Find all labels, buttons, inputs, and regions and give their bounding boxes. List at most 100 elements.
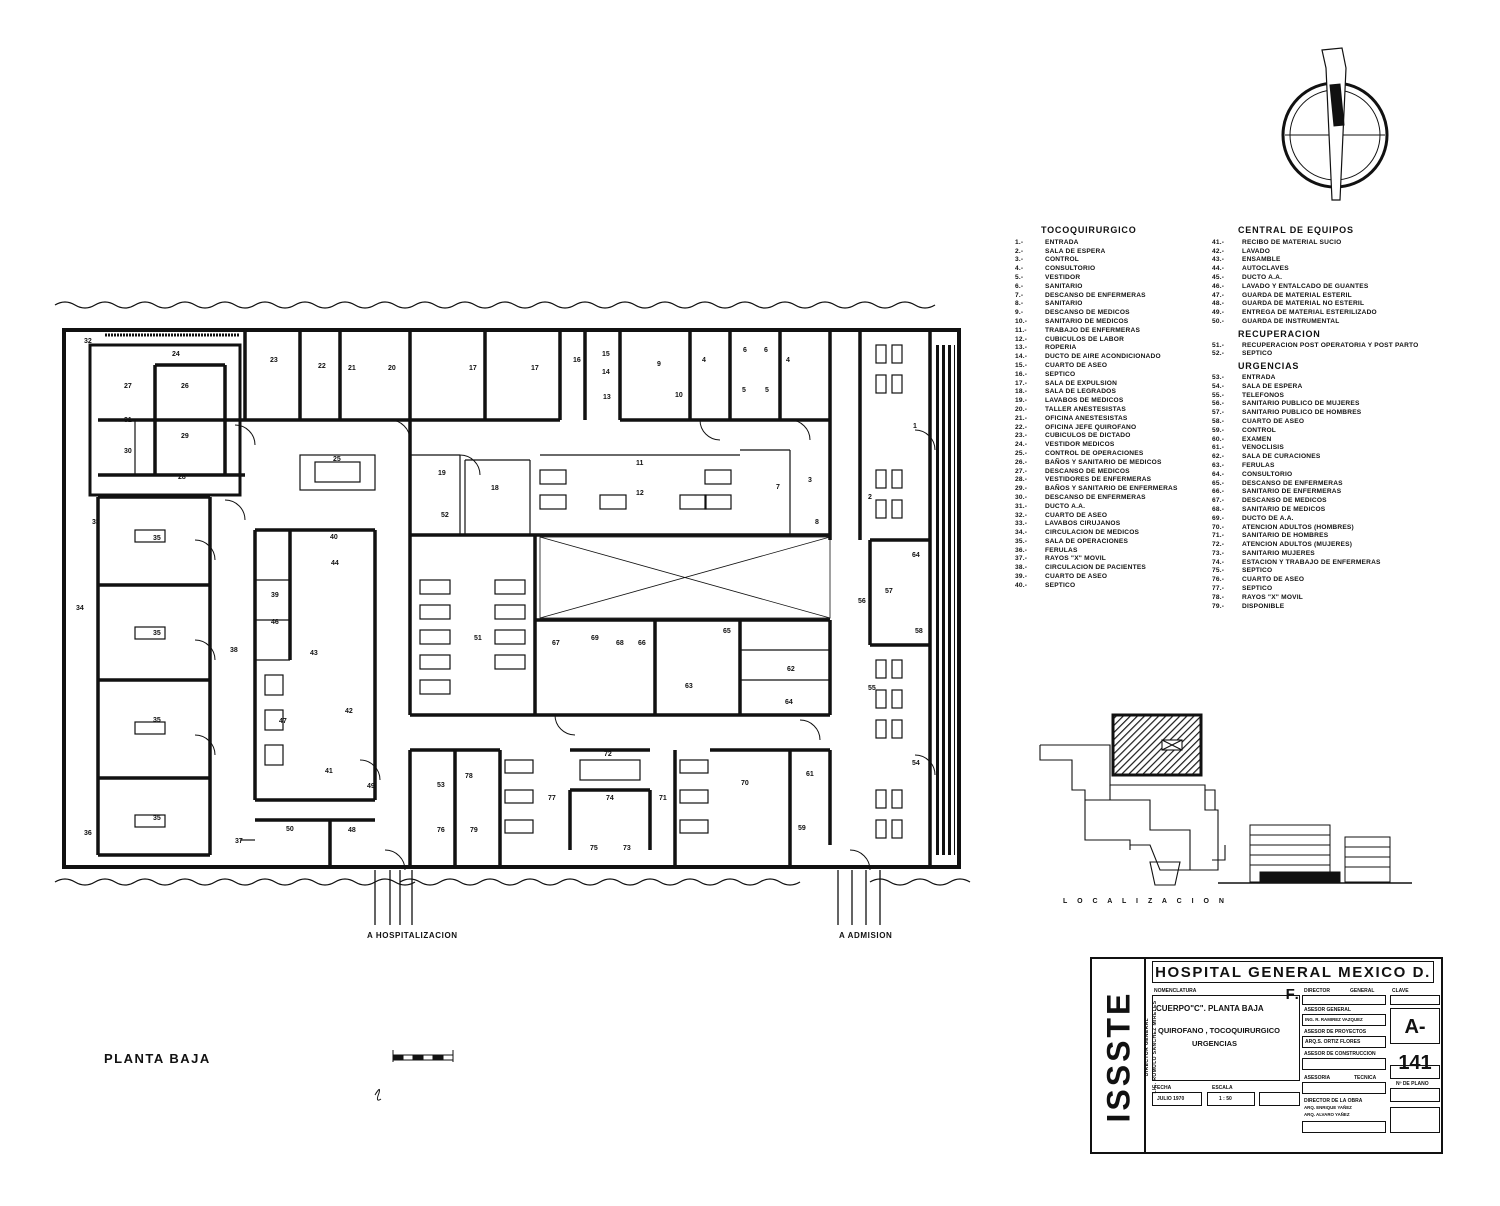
- asesor-proyectos-box: [1302, 1036, 1386, 1048]
- legend-item-label: VESTIDOR: [1045, 273, 1081, 281]
- director-obra-box: [1302, 1121, 1386, 1133]
- room-number: 12: [636, 490, 644, 497]
- room-number: 13: [603, 394, 611, 401]
- legend-item: 44.-AUTOCLAVES: [1212, 265, 1419, 274]
- legend-item-number: 54.-: [1212, 382, 1225, 390]
- room-number: 73: [623, 845, 631, 852]
- escala-label: ESCALA: [1212, 1085, 1233, 1091]
- entrance-left-label: A HOSPITALIZACION: [367, 931, 458, 940]
- room-number: 43: [310, 650, 318, 657]
- legend-item: 23.-CUBICULOS DE DICTADO: [1015, 432, 1178, 441]
- room-number: 4: [702, 357, 706, 364]
- director-obra-label: DIRECTOR DE LA OBRA: [1304, 1098, 1363, 1104]
- legend-item-number: 27.-: [1015, 467, 1028, 475]
- legend-urgencias-title: URGENCIAS: [1238, 361, 1300, 372]
- legend-item: 26.-BAÑOS Y SANITARIO DE MEDICOS: [1015, 459, 1178, 468]
- legend-item: 28.-VESTIDORES DE ENFERMERAS: [1015, 476, 1178, 485]
- legend-item-number: 62.-: [1212, 453, 1225, 461]
- legend-item-label: SANITARIO DE MEDICOS: [1242, 505, 1326, 513]
- legend-item-number: 18.-: [1015, 388, 1028, 396]
- legend-item-label: CUARTO DE ASEO: [1045, 511, 1108, 519]
- tecnica-label: TECNICA: [1354, 1075, 1377, 1081]
- room-number: 11: [636, 460, 644, 467]
- room-number: 69: [591, 635, 599, 642]
- legend-item-label: SEPTICO: [1242, 585, 1273, 593]
- north-arrow-icon: [1281, 47, 1389, 201]
- legend-item: 63.-FERULAS: [1212, 462, 1419, 471]
- room-number: 46: [271, 619, 279, 626]
- legend-item: 30.-DESCANSO DE ENFERMERAS: [1015, 494, 1178, 503]
- room-number: 5: [765, 387, 769, 394]
- room-number: 30: [124, 448, 132, 455]
- room-number: 48: [348, 827, 356, 834]
- room-number: 17: [531, 365, 539, 372]
- legend-item-label: GUARDA DE MATERIAL ESTERIL: [1242, 291, 1352, 299]
- clave-box-1: [1390, 995, 1440, 1005]
- escala-box: [1207, 1092, 1255, 1106]
- room-number: 55: [868, 685, 876, 692]
- room-number: 49: [367, 783, 375, 790]
- room-number: 50: [286, 826, 294, 833]
- clave-box-3: [1390, 1107, 1440, 1133]
- legend-item-number: 13.-: [1015, 344, 1028, 352]
- legend-item-number: 51.-: [1212, 341, 1225, 349]
- legend-item: 73.-SANITARIO MUJERES: [1212, 550, 1419, 559]
- room-number: 14: [602, 369, 610, 376]
- legend-item: 58.-CUARTO DE ASEO: [1212, 418, 1419, 427]
- legend-item-label: SEPTICO: [1242, 350, 1273, 358]
- legend-item: 64.-CONSULTORIO: [1212, 471, 1419, 480]
- legend-item-number: 16.-: [1015, 370, 1028, 378]
- legend-item: 32.-CUARTO DE ASEO: [1015, 512, 1178, 521]
- legend-item-label: SANITARIO DE HOMBRES: [1242, 532, 1329, 540]
- legend-item: 13.-ROPERIA: [1015, 344, 1178, 353]
- legend-item-label: TALLER ANESTESISTAS: [1045, 405, 1126, 413]
- legend-item-label: ENTRADA: [1045, 238, 1079, 246]
- director-label: DIRECTOR: [1304, 988, 1331, 994]
- legend-item-label: CONSULTORIO: [1242, 470, 1293, 478]
- plano-no-label: Nº DE PLANO: [1396, 1081, 1429, 1087]
- legend-item: 53.-ENTRADA: [1212, 374, 1419, 383]
- exterior-walls: [62, 328, 961, 869]
- legend-item-number: 68.-: [1212, 505, 1225, 513]
- room-number: 18: [491, 485, 499, 492]
- legend-item-number: 56.-: [1212, 400, 1225, 408]
- legend-item-number: 4.-: [1015, 265, 1024, 273]
- legend-item: 40.-SEPTICO: [1015, 582, 1178, 591]
- legend-item-number: 71.-: [1212, 532, 1225, 540]
- legend-item-label: SALA DE CURACIONES: [1242, 453, 1321, 461]
- legend-item: 42.-LAVADO: [1212, 248, 1419, 257]
- legend-item-label: DESCANSO DE MEDICOS: [1045, 467, 1130, 475]
- legend-item: 52.-SEPTICO: [1212, 350, 1419, 359]
- legend-item-label: FERULAS: [1242, 461, 1275, 469]
- window-strip: [933, 345, 955, 855]
- legend-item-number: 5.-: [1015, 273, 1024, 281]
- legend-item-label: SALA DE ESPERA: [1242, 382, 1303, 390]
- legend-item: 78.-RAYOS "X" MOVIL: [1212, 594, 1419, 603]
- legend-tocoquirurgico-title: TOCOQUIRURGICO: [1041, 225, 1137, 235]
- room-number: 44: [331, 560, 339, 567]
- entrance-right-label: A ADMISION: [839, 931, 893, 940]
- room-number: 3: [808, 477, 812, 484]
- room-number: 39: [271, 592, 279, 599]
- legend-item-number: 38.-: [1015, 564, 1028, 572]
- legend-item-label: LAVABOS DE MEDICOS: [1045, 397, 1124, 405]
- legend-item: 43.-ENSAMBLE: [1212, 256, 1419, 265]
- legend-item: 48.-GUARDA DE MATERIAL NO ESTERIL: [1212, 300, 1419, 309]
- room-number: 36: [84, 830, 92, 837]
- legend-item-label: CIRCULACION DE PACIENTES: [1045, 564, 1147, 572]
- director-obra-name-2: ARQ. ALVARO YAÑEZ: [1304, 1112, 1350, 1117]
- legend-item-number: 21.-: [1015, 414, 1028, 422]
- legend-item-number: 24.-: [1015, 441, 1028, 449]
- legend-item: 66.-SANITARIO DE ENFERMERAS: [1212, 488, 1419, 497]
- room-number: 42: [345, 708, 353, 715]
- legend-item-number: 40.-: [1015, 581, 1028, 589]
- legend-item: 55.-TELEFONOS: [1212, 392, 1419, 401]
- legend-item-label: CUARTO DE ASEO: [1242, 417, 1305, 425]
- cuerpo-text: CUERPO"C". PLANTA BAJA: [1156, 1004, 1264, 1013]
- room-number: 16: [573, 357, 581, 364]
- legend-item-label: SEPTICO: [1045, 370, 1076, 378]
- room-number: 59: [798, 825, 806, 832]
- legend-item-number: 26.-: [1015, 458, 1028, 466]
- urgencias-text: URGENCIAS: [1192, 1039, 1238, 1048]
